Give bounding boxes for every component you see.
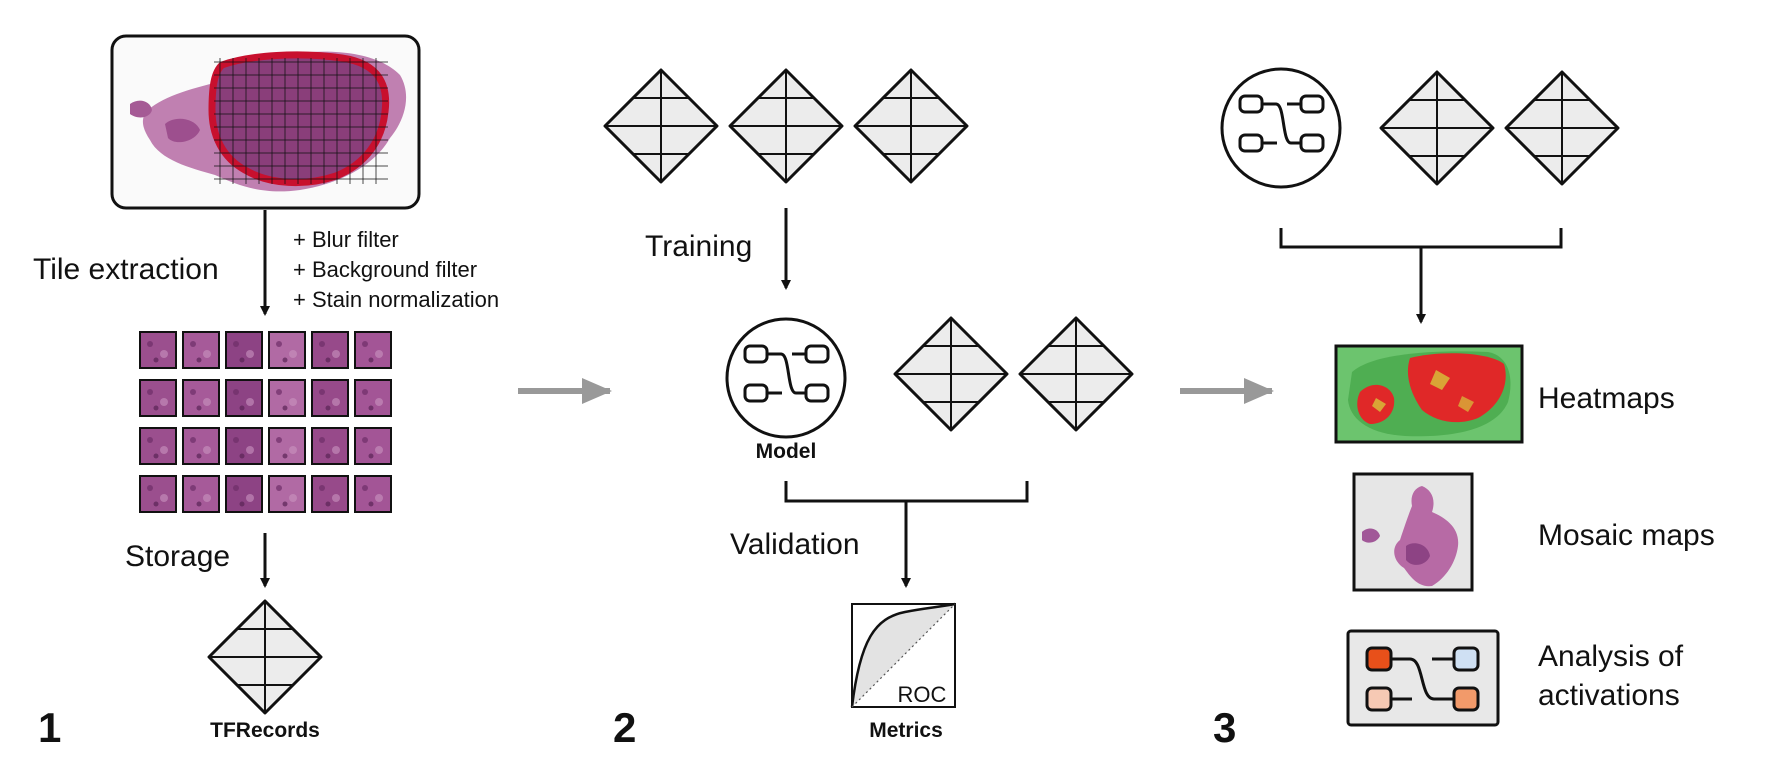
tile — [225, 379, 263, 417]
tile — [182, 475, 220, 513]
slide-thumbnail — [110, 34, 421, 210]
metrics-label: Metrics — [869, 719, 943, 742]
tile — [311, 427, 349, 465]
validation-label: Validation — [730, 528, 860, 561]
tile — [354, 475, 392, 513]
tile — [139, 427, 177, 465]
tile — [182, 379, 220, 417]
filter-background: + Background filter — [293, 257, 477, 282]
tile — [182, 331, 220, 369]
step-number-1: 1 — [38, 704, 61, 751]
mosaic-map-thumbnail — [1352, 472, 1474, 592]
heatmaps-label: Heatmaps — [1538, 382, 1675, 415]
tile — [354, 427, 392, 465]
tfrecord-icon — [1504, 70, 1620, 186]
tile — [354, 331, 392, 369]
tfrecord-icon — [1018, 316, 1134, 432]
storage-label: Storage — [125, 540, 230, 573]
step-number-3: 3 — [1213, 704, 1236, 751]
tile — [268, 379, 306, 417]
tfrecords-label: TFRecords — [210, 719, 320, 742]
tfrecord-icon — [207, 599, 323, 715]
validation-bracket — [784, 481, 1029, 503]
roc-curve-icon — [850, 602, 956, 708]
tfrecord-icon — [1379, 70, 1495, 186]
tile — [139, 379, 177, 417]
filter-blur: + Blur filter — [293, 227, 399, 252]
step-number-2: 2 — [613, 704, 636, 751]
tile — [268, 427, 306, 465]
activation-graph-icon — [1346, 629, 1500, 727]
tile — [311, 331, 349, 369]
tile — [139, 475, 177, 513]
model-icon — [725, 317, 847, 439]
analysis-label-line2: activations — [1538, 679, 1680, 712]
tfrecord-icon — [728, 68, 844, 184]
mosaic-maps-label: Mosaic maps — [1538, 519, 1715, 552]
tfrecord-icon — [893, 316, 1009, 432]
tumor-tile-grid — [214, 58, 388, 184]
model-label: Model — [756, 440, 817, 463]
filter-stain-normalization: + Stain normalization — [293, 287, 499, 312]
tile-extraction-label: Tile extraction — [33, 253, 219, 286]
tile — [182, 427, 220, 465]
tile — [268, 331, 306, 369]
tfrecord-icon — [603, 68, 719, 184]
inference-bracket — [1279, 228, 1563, 249]
heatmap-thumbnail — [1334, 344, 1524, 444]
training-label: Training — [645, 230, 752, 263]
tfrecord-icon — [853, 68, 969, 184]
analysis-label-line1: Analysis of — [1538, 640, 1684, 673]
tile — [311, 379, 349, 417]
tile — [225, 475, 263, 513]
tile — [354, 379, 392, 417]
tile — [311, 475, 349, 513]
model-icon — [1220, 67, 1342, 189]
tile — [139, 331, 177, 369]
tile — [268, 475, 306, 513]
roc-label: ROC — [898, 682, 947, 707]
tile — [225, 331, 263, 369]
tile — [225, 427, 263, 465]
tile-grid — [139, 331, 392, 513]
